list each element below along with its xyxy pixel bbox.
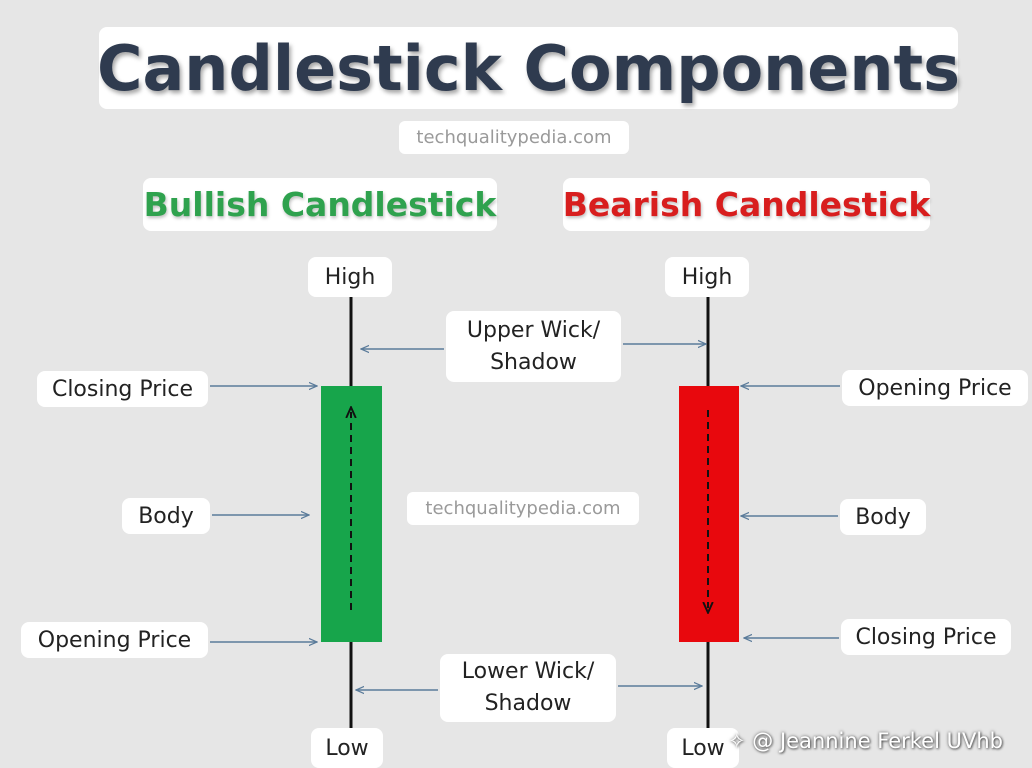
lower-wick-line-1: Lower Wick/ xyxy=(461,659,595,684)
upper-wick-line-2: Shadow xyxy=(490,349,577,375)
bearish-high-label: High xyxy=(665,257,749,297)
bullish-closing-price-label: Closing Price xyxy=(37,371,208,407)
bearish-low-label: Low xyxy=(667,728,739,768)
upper-wick-line-1: Upper Wick/ xyxy=(466,317,601,343)
upper-wick-label: Upper Wick/ Shadow xyxy=(446,311,621,382)
bearish-opening-price-label: Opening Price xyxy=(842,370,1028,406)
bullish-heading: Bullish Candlestick xyxy=(143,178,497,231)
credit-watermark: ✧ @ Jeannine Ferkel UVhb xyxy=(728,729,1003,753)
bullish-low-label: Low xyxy=(311,728,383,768)
watermark-top: techqualitypedia.com xyxy=(399,121,629,154)
bullish-body-label: Body xyxy=(122,498,210,534)
bullish-opening-price-label: Opening Price xyxy=(21,622,208,658)
watermark-middle: techqualitypedia.com xyxy=(407,492,639,525)
lower-wick-line-2: Shadow xyxy=(484,691,572,716)
bearish-heading: Bearish Candlestick xyxy=(563,178,930,231)
bearish-body-label: Body xyxy=(840,499,926,535)
lower-wick-label: Lower Wick/ Shadow xyxy=(440,654,616,722)
bearish-closing-price-label: Closing Price xyxy=(841,619,1011,655)
bullish-high-label: High xyxy=(308,257,392,297)
page-title: Candlestick Components xyxy=(97,27,960,109)
